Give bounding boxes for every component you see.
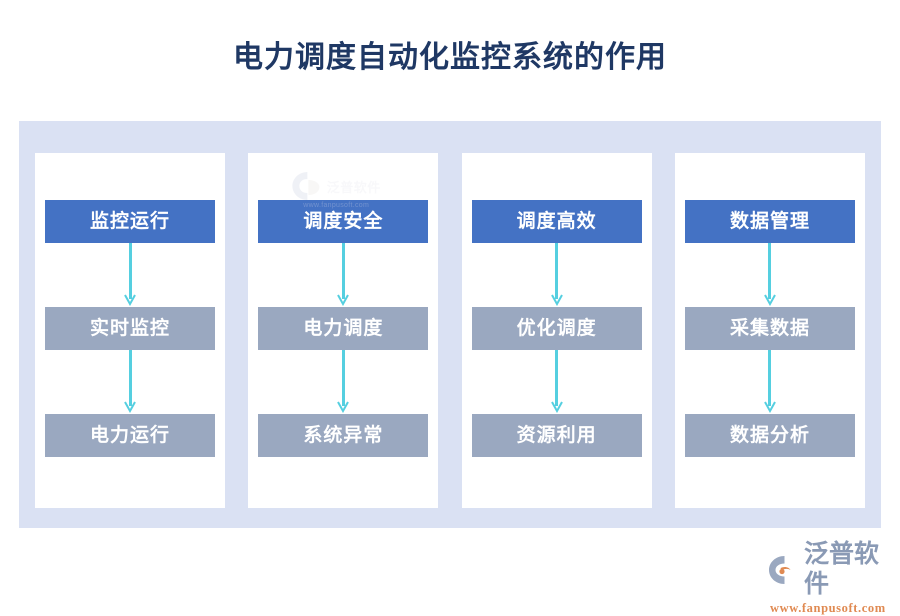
arrow-head-icon [124, 294, 136, 306]
arrow-shaft [128, 243, 132, 299]
flow-arrow-2-1 [258, 243, 428, 307]
flow-sub-node-3-2[interactable]: 资源利用 [471, 414, 642, 457]
flow-arrow-1-1 [45, 243, 215, 307]
flow-sub-node-3-1[interactable]: 优化调度 [471, 307, 642, 350]
arrow-head-icon [337, 294, 350, 306]
flow-arrow-2-2 [258, 350, 428, 414]
flow-sub-node-1-2[interactable]: 电力运行 [45, 414, 215, 457]
arrow-head-icon [124, 401, 136, 413]
flow-column-4: 数据管理 采集数据 数据分析 [674, 153, 865, 508]
page-title: 电力调度自动化监控系统的作用 [233, 41, 667, 74]
flow-column-3: 调度高效 优化调度 资源利用 [461, 153, 652, 508]
flow-sub-node-1-1[interactable]: 实时监控 [45, 307, 215, 350]
arrow-head-icon [337, 401, 350, 413]
arrow-shaft [768, 243, 772, 299]
brand-name: 泛普软件 [804, 541, 880, 598]
flow-head-node-1[interactable]: 监控运行 [45, 200, 215, 243]
flow-arrow-3-2 [472, 350, 642, 414]
watermark-mark-icon [292, 172, 320, 200]
brand-logo: 泛普软件 www.fanpusoft.com [768, 540, 890, 615]
flow-sub-node-2-1[interactable]: 电力调度 [258, 307, 429, 350]
arrow-head-icon [764, 294, 776, 306]
brand-url: www.fanpusoft.com [770, 601, 886, 615]
arrow-shaft [555, 243, 559, 299]
flow-column-2: 调度安全 泛普软件 www.fanpusoft.com 电力调度 [248, 153, 439, 508]
diagram-panel: 监控运行 实时监控 电力运行 调度安全 [19, 121, 881, 528]
flow-sub-node-4-1[interactable]: 采集数据 [684, 307, 855, 350]
watermark-name: 泛普软件 [326, 179, 381, 195]
arrow-head-icon [550, 294, 563, 306]
arrow-shaft [128, 350, 132, 406]
arrow-shaft [768, 350, 772, 406]
flow-head-node-4[interactable]: 数据管理 [684, 200, 855, 243]
arrow-shaft [341, 243, 345, 299]
brand-mark-icon [769, 556, 797, 584]
flow-head-node-2[interactable]: 调度安全 [258, 200, 429, 243]
flow-arrow-1-2 [45, 350, 215, 414]
arrow-head-icon [550, 401, 563, 413]
flow-sub-node-2-2[interactable]: 系统异常 [258, 414, 429, 457]
flow-head-node-3[interactable]: 调度高效 [471, 200, 642, 243]
arrow-shaft [341, 350, 345, 406]
flow-sub-node-4-2[interactable]: 数据分析 [684, 414, 855, 457]
flow-arrow-3-1 [472, 243, 642, 307]
flow-arrow-4-2 [685, 350, 855, 414]
arrow-shaft [555, 350, 559, 406]
flow-arrow-4-1 [685, 243, 855, 307]
flow-column-1: 监控运行 实时监控 电力运行 [35, 153, 225, 508]
arrow-head-icon [764, 401, 776, 413]
